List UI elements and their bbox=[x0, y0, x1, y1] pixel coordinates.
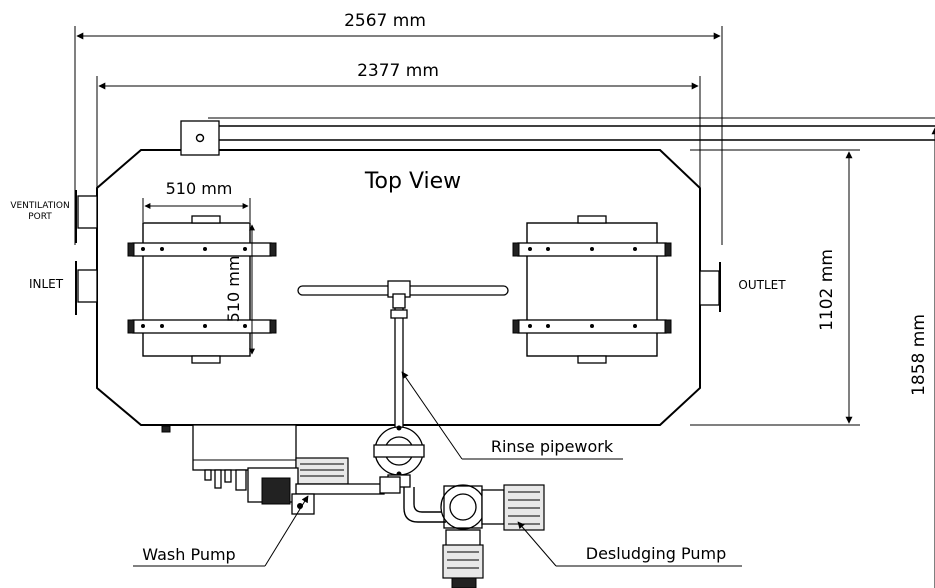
inlet-label: INLET bbox=[29, 277, 64, 291]
rinse-pipework-callout: Rinse pipework bbox=[401, 371, 623, 460]
dimension-overall-length: 2567 mm bbox=[74, 11, 723, 245]
dimension-body-length: 2377 mm bbox=[96, 61, 701, 200]
left-basket bbox=[127, 215, 277, 364]
rinse-pipework-label: Rinse pipework bbox=[491, 437, 614, 456]
dimension-overall-width: 1858 mm bbox=[208, 117, 935, 588]
under-tank-housing bbox=[161, 424, 297, 491]
ventilation-pipe bbox=[180, 120, 935, 156]
wash-pump-callout: Wash Pump bbox=[133, 495, 309, 567]
rinse-pipework bbox=[297, 280, 509, 439]
overall-length-label: 2567 mm bbox=[344, 11, 426, 31]
desludging-pump-callout: Desludging Pump bbox=[517, 521, 742, 567]
dimension-basket-depth: 510 mm bbox=[224, 224, 255, 355]
rinse-valve bbox=[373, 425, 425, 488]
outlet-label: OUTLET bbox=[738, 278, 786, 292]
basket-width-label: 510 mm bbox=[166, 179, 233, 198]
ventilation-port-label: VENTILATION PORT bbox=[10, 201, 69, 222]
body-length-label: 2377 mm bbox=[357, 61, 439, 81]
desludging-pipe bbox=[403, 487, 446, 523]
inlet-nozzle bbox=[75, 261, 98, 315]
outlet-nozzle bbox=[699, 262, 721, 312]
svg-text:PORT: PORT bbox=[28, 212, 52, 222]
desludging-pump-label: Desludging Pump bbox=[586, 544, 726, 563]
desludging-pump bbox=[440, 484, 545, 588]
svg-text:VENTILATION: VENTILATION bbox=[10, 201, 69, 211]
dimension-basket-width: 510 mm bbox=[142, 179, 251, 222]
right-basket bbox=[512, 215, 672, 364]
ventilation-port-nozzle bbox=[75, 190, 98, 243]
view-title: Top View bbox=[364, 169, 461, 194]
body-width-label: 1102 mm bbox=[817, 249, 837, 331]
basket-depth-label: 510 mm bbox=[224, 256, 243, 323]
wash-pump-label: Wash Pump bbox=[142, 545, 235, 564]
overall-width-label: 1858 mm bbox=[909, 314, 929, 396]
dimension-body-width: 1102 mm bbox=[690, 149, 860, 426]
tank-body-outline bbox=[96, 149, 701, 426]
